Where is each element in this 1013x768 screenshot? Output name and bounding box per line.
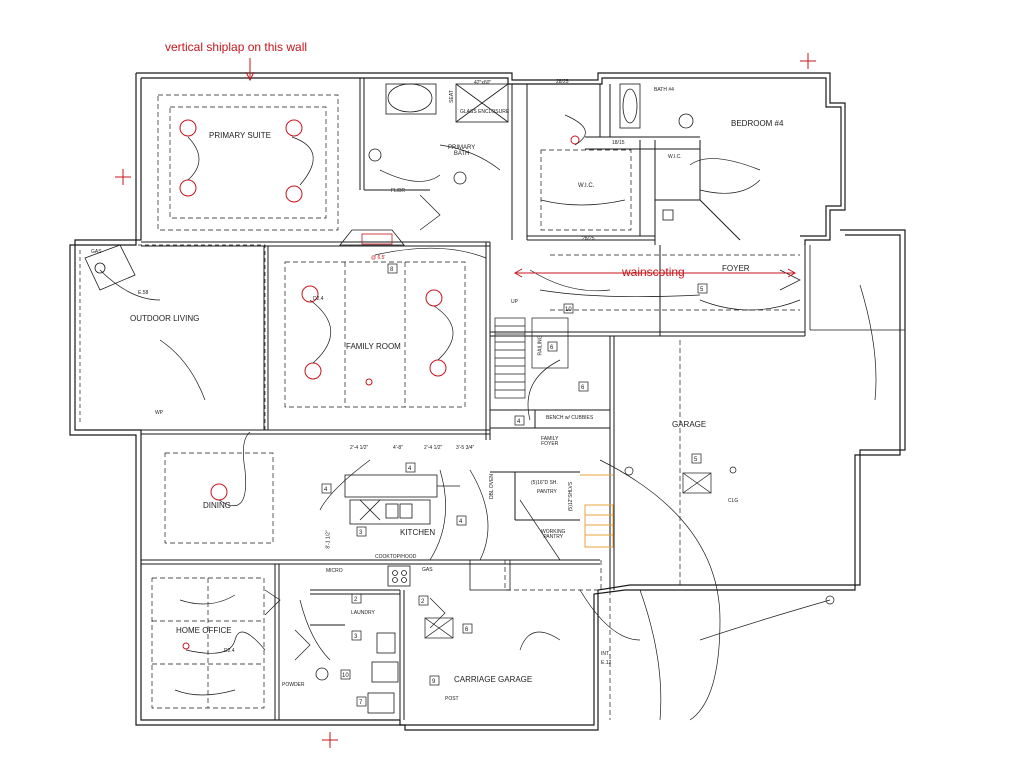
room-outdoor-living: OUTDOOR LIVING bbox=[130, 314, 200, 323]
tag: 4 bbox=[459, 519, 463, 525]
label-shelf2: (5)12"SHLVS bbox=[568, 481, 575, 512]
label-seat: SEAT bbox=[448, 90, 455, 103]
room-garage: GARAGE bbox=[672, 420, 707, 429]
label-cooktop: COOKTOP/HOOD bbox=[375, 554, 417, 560]
tag: 7 bbox=[359, 700, 363, 706]
outdoor-living-dashed bbox=[74, 244, 266, 431]
room-powder: POWDER bbox=[282, 682, 305, 688]
room-working-pantry: WORKING PANTRY bbox=[541, 529, 566, 540]
room-dining: DINING bbox=[203, 501, 231, 510]
dimension-7: 18/15 bbox=[612, 140, 625, 146]
tag: 9 bbox=[432, 679, 436, 685]
bath-fixtures bbox=[315, 83, 694, 714]
room-bedroom4: BEDROOM #4 bbox=[731, 119, 784, 128]
garage-steps bbox=[580, 474, 614, 548]
room-primary-bath: PRIMARY BATH bbox=[448, 145, 476, 157]
room-kitchen: KITCHEN bbox=[400, 528, 436, 537]
tag: 8 bbox=[390, 267, 394, 273]
angled-note: @ 6.5' bbox=[371, 255, 386, 261]
side-patio bbox=[809, 245, 905, 331]
light-fixtures bbox=[179, 119, 580, 650]
label-d24-office: D2.4 bbox=[224, 648, 235, 654]
dimension-3: 2'-4 1/2" bbox=[424, 445, 443, 451]
label-up: UP bbox=[511, 299, 518, 305]
label-bench: BENCH w/ CUBBIES bbox=[546, 415, 594, 421]
label-size: 42"x60" bbox=[474, 80, 492, 86]
ceiling-outlines bbox=[151, 94, 800, 720]
circuit-lines bbox=[99, 114, 877, 721]
room-wic-2: W.I.C. bbox=[668, 154, 682, 160]
room-carriage-garage: CARRIAGE GARAGE bbox=[454, 675, 533, 684]
dimension-5: 8'-1 1/2" bbox=[325, 530, 332, 549]
tag: 6 bbox=[550, 345, 554, 351]
tag: 4 bbox=[517, 419, 521, 425]
dimension-1: 2'-4 1/2" bbox=[350, 445, 369, 451]
tag: 4 bbox=[324, 487, 328, 493]
tag: 5 bbox=[694, 457, 698, 463]
label-gas-fireplace: GAS bbox=[91, 249, 102, 255]
wainscoting-annotation: wainscoting bbox=[622, 265, 685, 279]
fireplace bbox=[84, 229, 405, 291]
shiplap-annotation: vertical shiplap on this wall bbox=[165, 40, 308, 54]
room-wic-1: W.I.C. bbox=[578, 183, 595, 189]
dimension-8: 28/25 bbox=[582, 236, 595, 242]
tag: 10 bbox=[342, 673, 349, 679]
label-e58: E.58 bbox=[138, 290, 149, 296]
tag: 6 bbox=[465, 627, 469, 633]
interior-walls bbox=[141, 78, 806, 720]
room-laundry: LAUNDRY bbox=[351, 610, 375, 616]
label-clg: CLG bbox=[728, 498, 739, 504]
label-railing: RAILING bbox=[537, 335, 544, 356]
crosshair-markers bbox=[115, 53, 816, 748]
tag: 5 bbox=[700, 287, 704, 293]
label-glass-enclosure: GLASS ENCLOSURE bbox=[460, 109, 510, 115]
label-d24: D2.4 bbox=[313, 296, 324, 302]
label-post: POST bbox=[445, 696, 459, 702]
label-fl-br: FL/BR bbox=[391, 188, 406, 194]
plan-tags: 8 4 3 4 6 10 6 2 2 3 10 7 9 6 5 5 4 4 bbox=[321, 263, 708, 707]
tag: 6 bbox=[581, 385, 585, 391]
tag: 3 bbox=[354, 634, 358, 640]
label-micro: MICRO bbox=[326, 568, 343, 574]
dimension-2: 4'-8" bbox=[393, 445, 403, 451]
tag: 3 bbox=[359, 530, 363, 536]
dimension-4: 3'-5 3/4" bbox=[456, 445, 475, 451]
staircase bbox=[494, 317, 569, 399]
tag: 4 bbox=[408, 466, 412, 472]
tag: 2 bbox=[421, 599, 425, 605]
room-family-room: FAMILY ROOM bbox=[346, 342, 401, 351]
room-pantry: PANTRY bbox=[537, 489, 557, 495]
garage-squares bbox=[424, 466, 835, 639]
room-home-office: HOME OFFICE bbox=[176, 626, 232, 635]
room-primary-suite: PRIMARY SUITE bbox=[209, 131, 271, 140]
label-gas: GAS bbox=[422, 567, 433, 573]
label-int: INT. bbox=[601, 651, 610, 657]
label-shelf1: (5)16"D SH. bbox=[531, 480, 558, 486]
dimension-6: 28/25 bbox=[556, 79, 569, 85]
room-foyer: FOYER bbox=[722, 264, 750, 273]
room-family-foyer: FAMILY FOYER bbox=[541, 436, 559, 447]
wainscoting-arrow bbox=[513, 268, 797, 278]
tag: 10 bbox=[565, 307, 572, 313]
kitchen-island bbox=[344, 474, 511, 591]
tag: 2 bbox=[354, 597, 358, 603]
label-e512: E.12 bbox=[601, 660, 612, 666]
label-dbl-oven: DBL OVEN bbox=[489, 473, 496, 500]
room-bath4: BATH #4 bbox=[654, 87, 674, 93]
label-wp-1: WP bbox=[155, 410, 164, 416]
